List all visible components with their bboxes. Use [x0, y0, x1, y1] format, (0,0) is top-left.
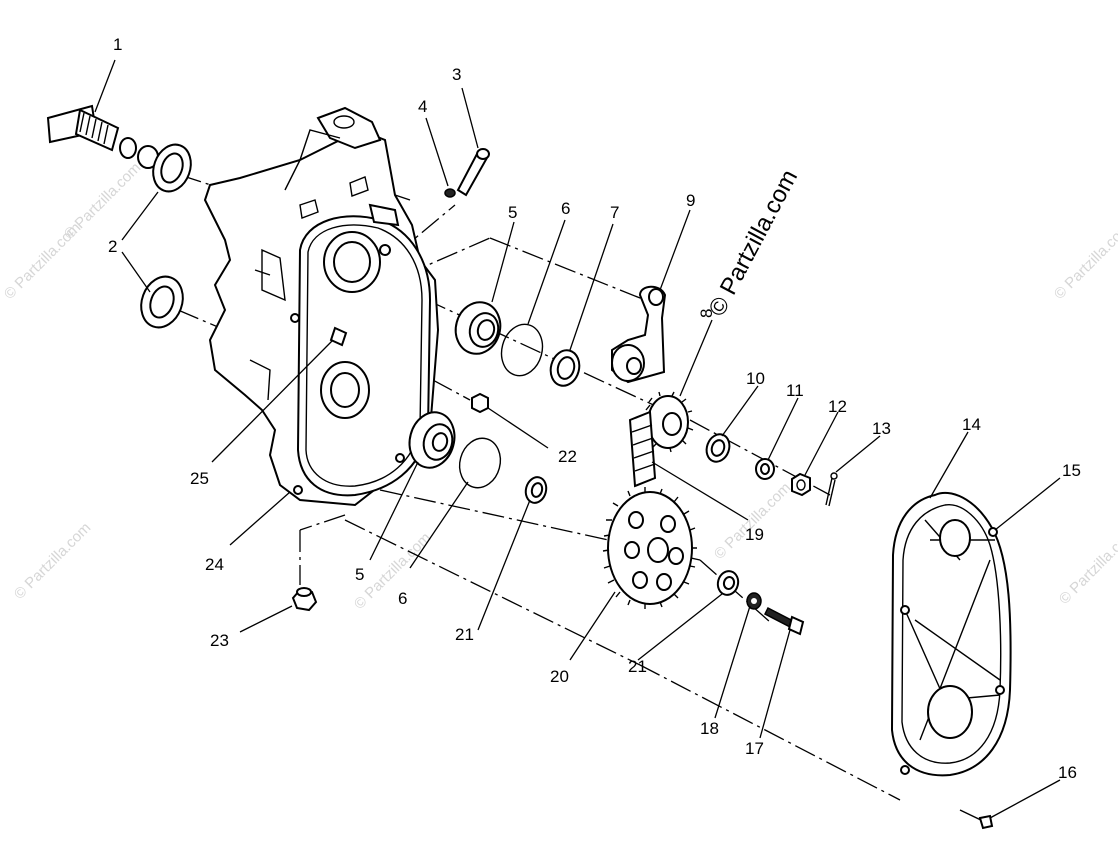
callout-20: 20	[550, 667, 569, 686]
tensioner-arm-icon	[611, 285, 667, 384]
seal-icon	[152, 143, 192, 193]
washer-icon	[716, 570, 740, 596]
callout-5: 5	[508, 203, 517, 222]
callout-11: 11	[786, 381, 804, 400]
callout-24: 24	[205, 555, 224, 574]
washer-icon	[444, 188, 456, 198]
callout-17: 17	[745, 739, 764, 758]
callout-21: 21	[628, 657, 647, 676]
bolt-icon	[763, 606, 805, 636]
bolt-icon	[456, 148, 490, 197]
washer-icon	[705, 433, 731, 463]
snap-ring-icon	[500, 323, 544, 377]
washer-icon	[755, 458, 775, 480]
watermark-text: © Partzilla.com	[711, 479, 794, 562]
seal-icon	[549, 349, 581, 387]
callout-21: 21	[455, 625, 474, 644]
callout-5: 5	[355, 565, 364, 584]
watermark-text: © Partzilla.com	[1056, 524, 1118, 607]
watermark-text: © Partzilla.com	[1051, 219, 1118, 302]
callout-labels: 1 2 3 4 5 6 7 9 8 10 11 12 13 14 15 16 1…	[108, 35, 1081, 782]
callout-3: 3	[452, 65, 461, 84]
callout-19: 19	[745, 525, 764, 544]
sprocket-icon	[602, 487, 697, 609]
callout-2: 2	[108, 237, 117, 256]
callout-23: 23	[210, 631, 229, 650]
washer-icon	[746, 592, 762, 610]
chaincase-housing-icon	[203, 106, 440, 507]
leader-lines	[94, 59, 1061, 819]
watermark-text: © Partzilla.com	[11, 519, 94, 602]
washer-icon	[524, 476, 548, 504]
callout-18: 18	[700, 719, 719, 738]
chaincase-cover-icon	[890, 491, 1012, 777]
screw-icon	[959, 809, 994, 830]
nut-icon	[791, 472, 811, 497]
snap-ring-icon	[458, 437, 502, 489]
drain-plug-icon	[291, 587, 318, 612]
cotter-pin-icon	[825, 472, 838, 507]
callout-1: 1	[113, 35, 122, 54]
callout-6: 6	[561, 199, 570, 218]
callout-22: 22	[558, 447, 577, 466]
watermark-main: © Partzilla.com	[703, 165, 803, 320]
callout-10: 10	[746, 369, 765, 388]
watermark-text: © Partzilla.com	[1, 219, 84, 302]
callout-7: 7	[610, 203, 619, 222]
nut-icon	[471, 392, 489, 414]
bearing-icon	[454, 301, 502, 355]
callout-14: 14	[962, 415, 981, 434]
shaft-icon	[46, 104, 159, 169]
seal-icon	[140, 275, 184, 329]
callout-9: 9	[686, 191, 695, 210]
callout-15: 15	[1062, 461, 1081, 480]
callout-13: 13	[872, 419, 891, 438]
callout-16: 16	[1058, 763, 1077, 782]
callout-6: 6	[398, 589, 407, 608]
callout-12: 12	[828, 397, 847, 416]
callout-25: 25	[190, 469, 209, 488]
bearing-icon	[408, 411, 456, 469]
callout-8: 8	[697, 309, 716, 318]
callout-4: 4	[418, 97, 427, 116]
chain-icon	[628, 410, 657, 488]
